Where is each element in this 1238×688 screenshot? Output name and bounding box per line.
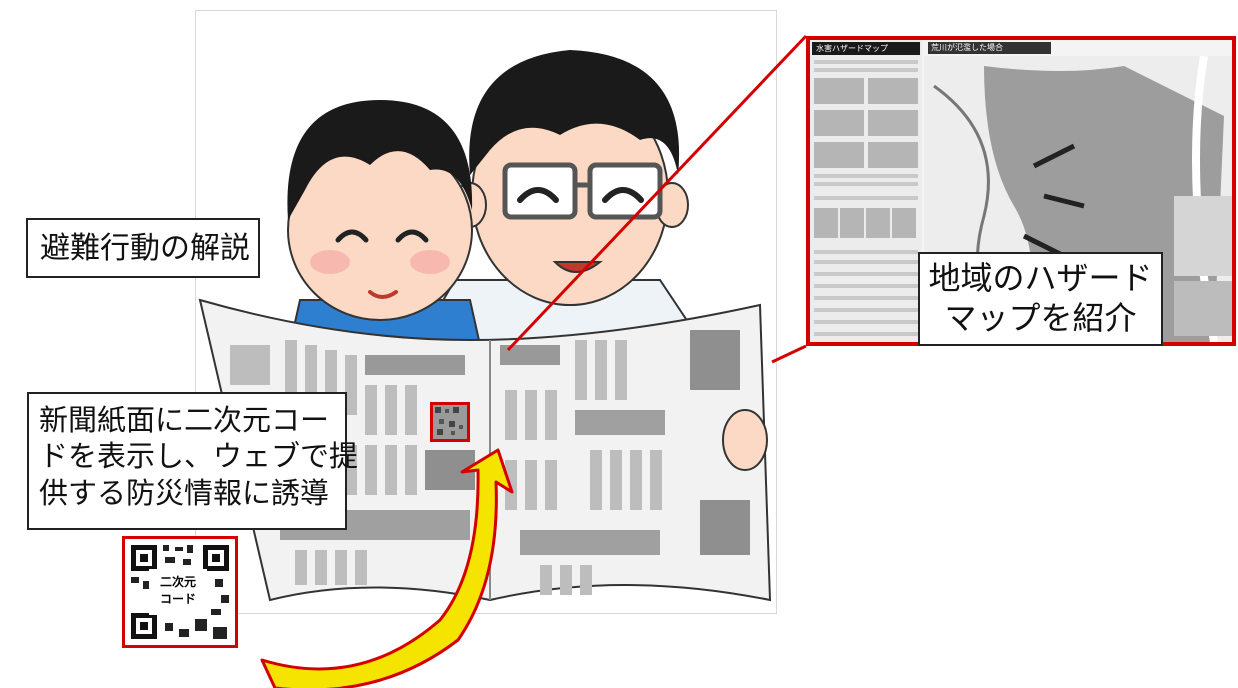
hazard-map-region-title: 荒川が氾濫した場合 — [928, 42, 1051, 54]
callout-qr-line: 新聞紙面に二次元コー — [39, 403, 330, 437]
connector-line-lower — [771, 344, 807, 364]
qr-code-label-line: 二次元 — [159, 575, 196, 589]
hazard-map-text-blocks-icon — [814, 60, 918, 336]
callout-qr-guidance: 新聞紙面に二次元コー ドを表示し、ウェブで提 供する防災情報に誘導 — [27, 392, 359, 530]
callout-qr-line: ドを表示し、ウェブで提 — [39, 439, 359, 474]
qr-code: 二次元 コード — [122, 536, 238, 648]
newspaper-qr-code — [430, 402, 470, 442]
hazard-map-sidebar: 水害ハザードマップ — [810, 40, 922, 342]
father-hair — [469, 50, 680, 175]
hazard-map-header: 水害ハザードマップ — [812, 42, 920, 55]
callout-evacuation: 避難行動の解説 — [26, 218, 260, 278]
qr-code-label-line: コード — [159, 592, 196, 606]
qr-pattern-icon — [131, 545, 229, 639]
connector-line-upper — [506, 34, 808, 352]
callout-map-line: 地域のハザード — [928, 259, 1153, 297]
callout-map-line: マップを紹介 — [944, 299, 1137, 337]
right-hand — [722, 409, 768, 471]
callout-qr-line: 供する防災情報に誘導 — [39, 475, 330, 510]
child-hair — [287, 100, 473, 220]
callout-hazard-map: 地域のハザード マップを紹介 — [918, 252, 1163, 346]
curved-arrow — [260, 448, 514, 688]
qr-code-label: 二次元 コード — [149, 569, 207, 615]
qr-pattern-icon — [435, 407, 463, 435]
